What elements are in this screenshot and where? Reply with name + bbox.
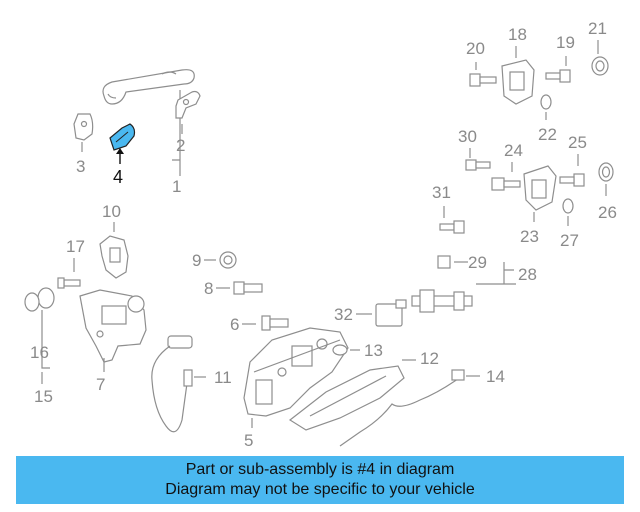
part-14-cable[interactable] [339, 369, 465, 447]
part-17-bolt[interactable] [57, 277, 81, 289]
label-18: 18 [508, 25, 527, 44]
part-22-pin[interactable] [540, 94, 552, 110]
part-31-bolt[interactable] [439, 220, 465, 234]
part-1-outer-handle[interactable] [102, 69, 195, 105]
part-11-cable[interactable] [151, 335, 193, 433]
label-28: 28 [518, 265, 537, 284]
part-9-grommet[interactable] [219, 251, 237, 269]
part-28-door-check[interactable] [411, 289, 473, 313]
label-30: 30 [458, 127, 477, 146]
leader-16 [41, 310, 50, 369]
label-19: 19 [556, 33, 575, 52]
leader-28-bracket [476, 262, 516, 285]
part-20-bolt[interactable] [469, 73, 497, 87]
label-14: 14 [486, 367, 505, 386]
banner-line-2: Diagram may not be specific to your vehi… [165, 481, 475, 498]
part-27-pin[interactable] [562, 198, 574, 214]
banner-line-1: Part or sub-assembly is #4 in diagram [185, 461, 455, 478]
part-6-screw[interactable] [261, 315, 289, 331]
label-20: 20 [466, 39, 485, 58]
label-9: 9 [192, 251, 201, 270]
label-15: 15 [34, 387, 53, 406]
part-2-handle-cover[interactable] [175, 90, 201, 119]
part-10-lock-actuator[interactable] [99, 235, 129, 279]
label-5: 5 [244, 431, 253, 450]
part-3-end-cap[interactable] [73, 113, 94, 141]
part-18-upper-hinge[interactable] [501, 59, 535, 105]
label-17: 17 [66, 237, 85, 256]
label-3: 3 [76, 157, 85, 176]
part-23-lower-hinge[interactable] [523, 165, 557, 211]
part-30-bolt[interactable] [465, 159, 491, 171]
part-19-bolt[interactable] [545, 69, 571, 83]
part-25-bolt[interactable] [559, 173, 585, 187]
info-banner: Part or sub-assembly is #4 in diagram Di… [16, 456, 624, 504]
label-10: 10 [102, 202, 121, 221]
part-7-door-latch[interactable] [79, 289, 147, 363]
part-13-seal[interactable] [332, 344, 348, 356]
part-21-bushing[interactable] [591, 56, 609, 76]
label-12: 12 [420, 349, 439, 368]
label-23: 23 [520, 227, 539, 246]
label-4: 4 [113, 167, 123, 187]
label-31: 31 [432, 183, 451, 202]
label-2: 2 [176, 136, 185, 155]
label-13: 13 [364, 341, 383, 360]
label-1: 1 [172, 177, 181, 196]
label-6: 6 [230, 315, 239, 334]
label-32: 32 [334, 305, 353, 324]
label-26: 26 [598, 203, 617, 222]
label-8: 8 [204, 279, 213, 298]
part-29-pin[interactable] [437, 255, 451, 269]
label-29: 29 [468, 253, 487, 272]
label-25: 25 [568, 133, 587, 152]
part-4-highlighted-cap[interactable] [109, 123, 136, 151]
part-12-reinforcement[interactable] [288, 365, 405, 431]
part-8-bolt[interactable] [233, 281, 263, 295]
part-16-washer[interactable] [24, 287, 55, 312]
part-32-check-cover[interactable] [375, 299, 407, 327]
part-26-bushing[interactable] [598, 162, 614, 182]
part-24-bolt[interactable] [491, 177, 521, 191]
label-7: 7 [96, 375, 105, 394]
label-27: 27 [560, 231, 579, 250]
part-5-handle-bracket[interactable] [243, 327, 349, 417]
label-16: 16 [30, 343, 49, 362]
label-24: 24 [504, 141, 523, 160]
leader-4-arrow [116, 148, 124, 154]
label-22: 22 [538, 125, 557, 144]
label-11: 11 [214, 368, 232, 387]
label-21: 21 [588, 19, 607, 38]
